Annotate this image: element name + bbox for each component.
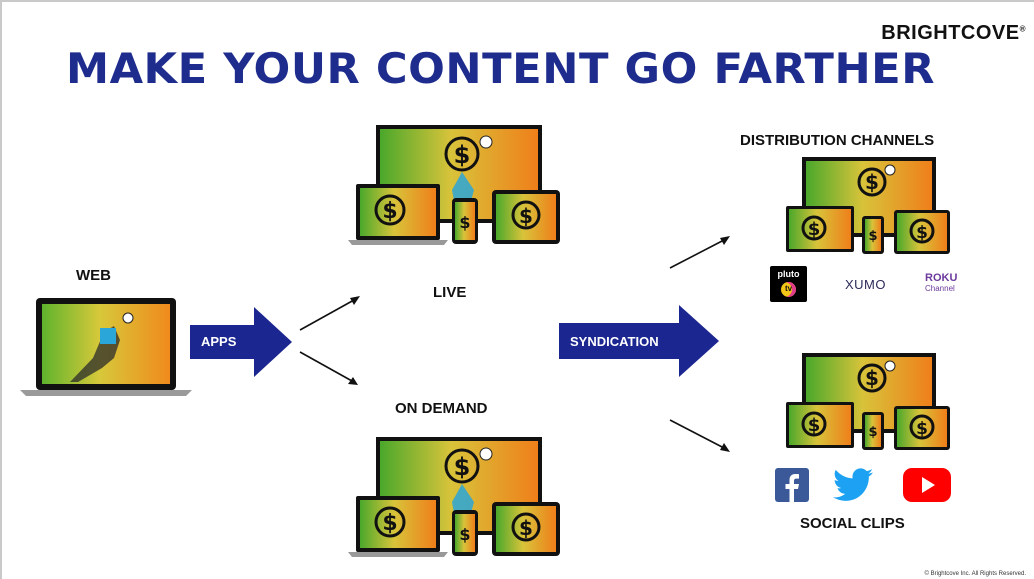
svg-text:$: $ (916, 419, 928, 439)
svg-text:$: $ (868, 425, 877, 440)
social-clips-label: SOCIAL CLIPS (800, 515, 905, 532)
svg-text:$: $ (519, 516, 533, 540)
distribution-devices-image: $ $ $ $ (786, 157, 950, 254)
xumo-logo[interactable]: XUMO (845, 277, 886, 292)
svg-text:$: $ (868, 229, 877, 244)
web-laptop-image (20, 298, 192, 396)
distribution-arrow (669, 236, 730, 269)
roku-channel-logo[interactable]: ROKU Channel (925, 272, 958, 294)
svg-text:$: $ (454, 141, 471, 169)
slide-border-left (0, 0, 2, 579)
svg-text:$: $ (808, 415, 821, 436)
youtube-icon[interactable] (903, 468, 951, 502)
pluto-ring (781, 282, 796, 297)
slide-border-top (0, 0, 1034, 2)
svg-text:$: $ (382, 511, 397, 536)
on-demand-label: ON DEMAND (395, 400, 488, 417)
svg-text:$: $ (865, 170, 879, 194)
svg-text:$: $ (459, 525, 470, 544)
distribution-channels-label: DISTRIBUTION CHANNELS (740, 132, 935, 149)
social-devices-image: $ $ $ $ (786, 353, 950, 450)
svg-text:$: $ (382, 199, 397, 224)
svg-text:$: $ (865, 366, 879, 390)
live-devices-image: $ $ $ $ (348, 125, 560, 245)
svg-text:$: $ (459, 213, 470, 232)
brightcove-logo: BRIGHTCOVE® (881, 22, 1026, 44)
apps-arrow-label: APPS (201, 334, 237, 349)
page-title: MAKE YOUR CONTENT GO FARTHER (66, 44, 936, 93)
svg-text:$: $ (519, 204, 533, 228)
social-arrow (669, 419, 730, 452)
svg-text:$: $ (808, 219, 821, 240)
on-demand-devices-image: $ $ $ $ (348, 437, 560, 557)
pluto-tv-logo[interactable]: pluto tv (770, 266, 807, 302)
facebook-icon[interactable] (775, 468, 809, 502)
syndication-arrow-label: SYNDICATION (570, 334, 659, 349)
twitter-icon[interactable] (833, 468, 873, 502)
apps-arrow (190, 307, 292, 377)
syndication-arrow (559, 305, 719, 377)
svg-text:$: $ (916, 223, 928, 243)
copyright-text: © Brightcove Inc. All Rights Reserved. (924, 571, 1026, 577)
web-label: WEB (76, 267, 111, 284)
svg-text:$: $ (454, 453, 471, 481)
live-label: LIVE (433, 284, 467, 301)
apps-fork-arrows (299, 296, 360, 385)
